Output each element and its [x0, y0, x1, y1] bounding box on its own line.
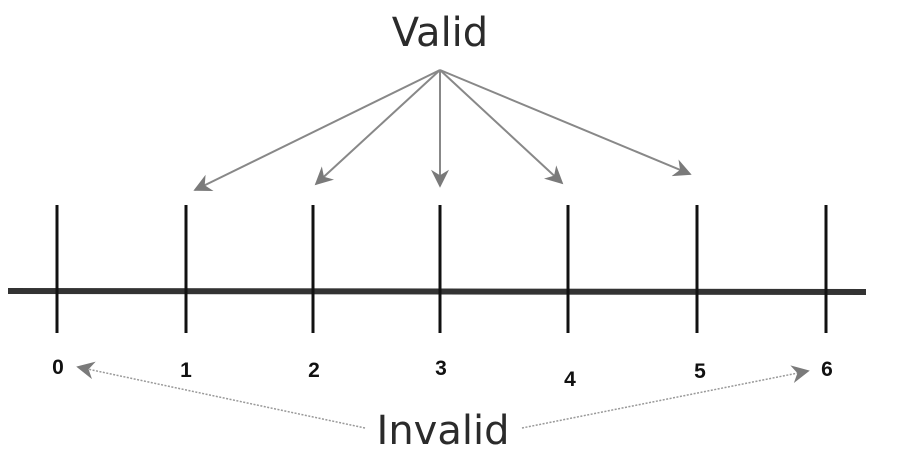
tick-label-5: 5 — [694, 360, 706, 383]
tick-marks — [55, 205, 828, 333]
tick-label-4: 4 — [564, 368, 576, 391]
valid-arrow-2 — [314, 69, 441, 186]
valid-arrows — [193, 69, 692, 191]
invalid-arrow-6 — [521, 365, 810, 429]
invalid-arrow-0 — [76, 361, 366, 429]
number-line-axis — [7, 288, 867, 295]
invalid-arrows — [76, 361, 810, 429]
valid-arrow-5 — [439, 69, 692, 177]
valid-label: Valid — [392, 10, 488, 56]
valid-arrow-4 — [439, 69, 564, 185]
invalid-label: Invalid — [377, 408, 510, 454]
tick-label-0: 0 — [52, 356, 64, 379]
tick-labels: 0 1 2 3 4 5 6 — [52, 356, 833, 391]
tick-label-6: 6 — [821, 358, 833, 381]
valid-arrow-1 — [193, 69, 441, 191]
tick-label-3: 3 — [435, 357, 447, 380]
tick-label-1: 1 — [180, 359, 192, 382]
tick-label-2: 2 — [308, 359, 320, 382]
